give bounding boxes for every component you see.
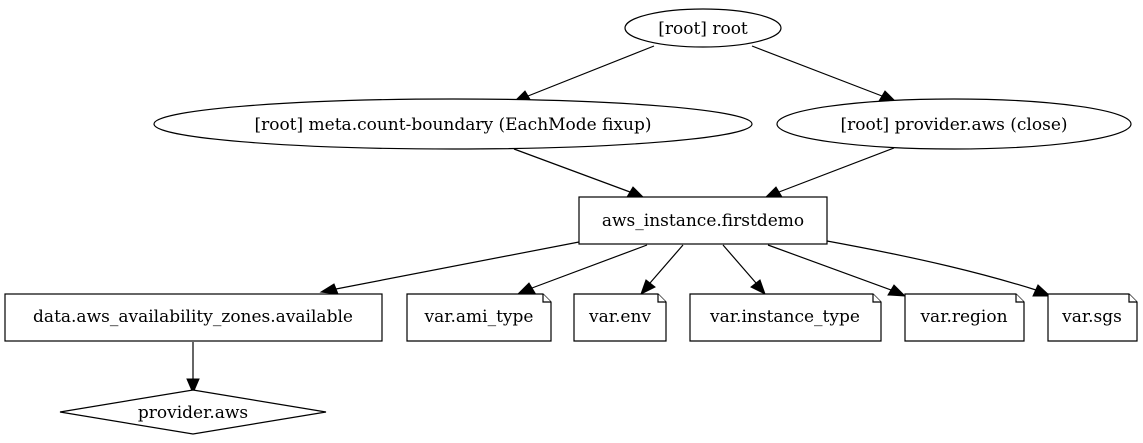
node-meta-count-boundary: [root] meta.count-boundary (EachMode fix… <box>153 98 753 150</box>
edge-provider-aws-close-to-aws-instance <box>763 147 895 199</box>
node-provider-aws: provider.aws <box>59 389 327 435</box>
node-provider-aws-close: [root] provider.aws (close) <box>776 98 1132 150</box>
edge-aws-instance-to-var-instance-type <box>722 244 766 296</box>
edge-root-to-meta-count-boundary <box>512 45 655 103</box>
edge-aws-instance-to-var-ami-type <box>516 244 648 295</box>
node-root: [root] root <box>624 8 782 48</box>
node-provider-aws-label: provider.aws <box>138 403 248 423</box>
edge-root-to-provider-aws-close <box>751 45 898 103</box>
node-var-sgs-label: var.sgs <box>1061 307 1122 327</box>
node-var-ami-type: var.ami_type <box>406 293 552 342</box>
edge-aws-instance-to-var-region <box>767 244 907 297</box>
node-root-label: [root] root <box>658 19 748 39</box>
node-var-instance-type-label: var.instance_type <box>709 307 860 327</box>
edge-meta-count-boundary-to-aws-instance <box>513 148 646 199</box>
node-var-env: var.env <box>573 293 667 342</box>
node-var-ami-type-label: var.ami_type <box>424 307 534 327</box>
node-aws-instance-firstdemo: aws_instance.firstdemo <box>578 196 828 245</box>
edge-aws-instance-to-var-sgs <box>826 240 1052 297</box>
node-var-instance-type: var.instance_type <box>689 293 882 342</box>
node-var-env-label: var.env <box>588 307 651 327</box>
node-provider-aws-close-label: [root] provider.aws (close) <box>840 115 1067 135</box>
node-var-region-label: var.region <box>919 307 1007 327</box>
edge-data-availability-zones-to-provider-aws <box>186 342 200 395</box>
edge-aws-instance-to-data-availability-zones <box>319 241 580 295</box>
node-data-availability-zones: data.aws_availability_zones.available <box>4 293 383 342</box>
node-aws-instance-firstdemo-label: aws_instance.firstdemo <box>602 211 804 231</box>
node-data-availability-zones-label: data.aws_availability_zones.available <box>33 307 353 327</box>
node-var-sgs: var.sgs <box>1047 293 1138 342</box>
node-var-region: var.region <box>904 293 1025 342</box>
node-meta-count-boundary-label: [root] meta.count-boundary (EachMode fix… <box>254 115 651 135</box>
edge-aws-instance-to-var-env <box>640 244 684 296</box>
